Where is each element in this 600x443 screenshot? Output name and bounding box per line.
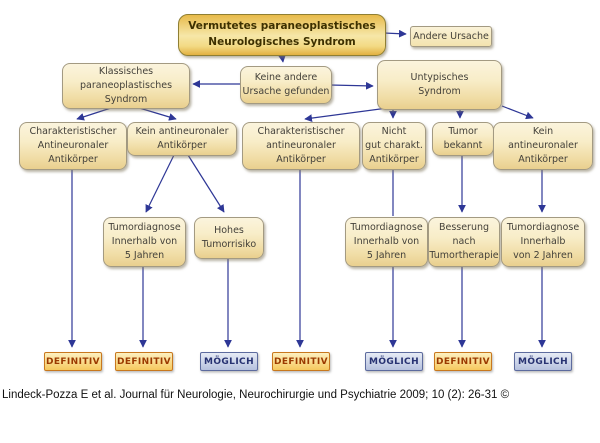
node-klassisches-paraneoplastisches-syndrom: Klassisches paraneoplastisches Syndrom xyxy=(62,63,190,109)
node-keine-andere-ursache-gefunden: Keine andere Ursache gefunden xyxy=(240,66,332,104)
node-charakteristischer-antikoerper-rechts: Charakteristischer antineuronaler Antikö… xyxy=(242,122,360,170)
edge-keine-untypisches xyxy=(329,81,374,90)
node-charakteristischer-antikoerper-links: Charakteristischer Antineuronaler Antikö… xyxy=(19,122,127,170)
node-untypisches-syndrom: Untypisches Syndrom xyxy=(377,60,502,110)
node-andere-ursache: Andere Ursache xyxy=(410,26,492,47)
node-vermutetes-neurologisches-syndrom: Vermutetes paraneoplastisches Neurologis… xyxy=(178,14,386,56)
node-nicht-gut-charakt-antikoerper: Nicht gut charakt. Antikörper xyxy=(362,122,426,170)
outcome-badge-definitiv-2: DEFINITIV xyxy=(115,352,173,371)
outcome-badge-moeglich-2: MÖGLICH xyxy=(365,352,423,371)
edge-untypisches-kein-antikoerper xyxy=(501,105,534,120)
citation-caption: Lindeck-Pozza E et al. Journal für Neuro… xyxy=(2,389,510,401)
outcome-badge-definitiv-4: DEFINITIV xyxy=(434,352,492,371)
node-kein-antikoerper-rechts: Kein antineuronaler Antikörper xyxy=(493,122,593,170)
node-tumordiagnose-2-jahre: Tumordiagnose Innerhalb von 2 Jahren xyxy=(501,217,585,267)
outcome-badge-definitiv-1: DEFINITIV xyxy=(44,352,102,371)
node-besserung-nach-tumortherapie: Besserung nach Tumortherapie xyxy=(428,217,500,267)
edge-kein-antikoerper-hohes-risiko xyxy=(187,154,225,213)
node-tumordiagnose-5-jahre-links: Tumordiagnose Innerhalb von 5 Jahren xyxy=(103,217,186,267)
node-tumor-bekannt: Tumor bekannt xyxy=(432,122,494,156)
edge-kein-antikoerper-tumordiagnose5 xyxy=(145,154,175,213)
node-kein-antikoerper-links: Kein antineuronaler Antikörper xyxy=(127,122,237,156)
edge-root-keine xyxy=(278,54,286,63)
node-tumordiagnose-5-jahre-rechts: Tumordiagnose Innerhalb von 5 Jahren xyxy=(345,217,428,267)
node-hohes-tumorrisiko: Hohes Tumorrisiko xyxy=(194,217,264,259)
edge-root-andere-ursache xyxy=(383,29,407,38)
outcome-badge-definitiv-3: DEFINITIV xyxy=(272,352,330,371)
outcome-badge-moeglich-1: MÖGLICH xyxy=(200,352,258,371)
outcome-badge-moeglich-3: MÖGLICH xyxy=(514,352,572,371)
